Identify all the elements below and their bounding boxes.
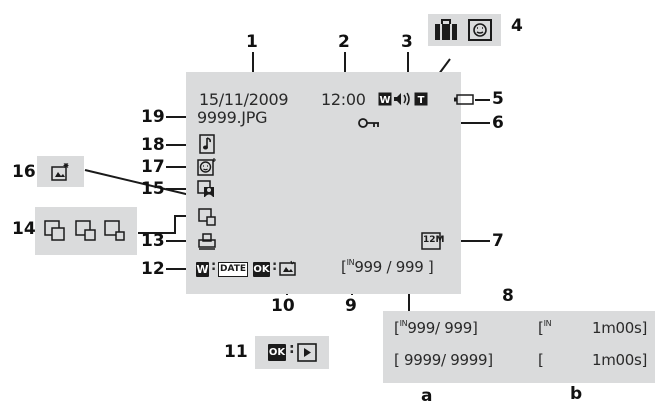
ok-badge-10: OK (253, 262, 270, 277)
callout-8: 8 (502, 286, 514, 306)
callout-3: 3 (401, 32, 413, 52)
panel8-row2-col-a: [ 9999/ 9999] (394, 351, 493, 369)
callout-line-16 (84, 169, 191, 196)
frame-counter-memory: IN (346, 258, 355, 267)
small-picture-icon (198, 208, 216, 226)
colon-11: : (289, 341, 295, 357)
image-size-icon: 12M (421, 232, 445, 250)
callout-10: 10 (271, 296, 295, 316)
skin-softening-icon (197, 157, 217, 177)
quick-retouch-icon (279, 260, 296, 277)
panel8-r1b-value: 1m00s] (592, 319, 648, 337)
callout-11: 11 (224, 342, 248, 362)
panel8-r1a-value: 999/ 999] (407, 319, 478, 337)
svg-text:W: W (379, 95, 390, 106)
panel8-row1-col-b: [IN (538, 319, 552, 337)
callout-9: 9 (345, 296, 357, 316)
colon-12: : (211, 259, 216, 274)
callout-17: 17 (141, 157, 165, 177)
callout-19: 19 (141, 107, 165, 127)
panel8-label-a: a (421, 386, 433, 406)
callout-1: 1 (246, 32, 258, 52)
icon-box-16 (37, 156, 84, 187)
travel-destination-icon (434, 19, 458, 41)
callout-6: 6 (492, 113, 504, 133)
print-order-icon (198, 233, 216, 250)
svg-text:T: T (418, 95, 425, 106)
ok-badge-11: OK (268, 344, 286, 361)
small-picture-medium-icon (75, 220, 97, 242)
callout-16: 16 (12, 162, 36, 182)
frame-counter-value: 999 / 999 ] (354, 258, 434, 276)
callout-15: 15 (141, 179, 165, 199)
frame-counter-bracket: [ (341, 258, 347, 276)
protect-key-icon (358, 117, 380, 129)
callout-13: 13 (141, 231, 165, 251)
panel8-r1b-mem: IN (543, 319, 552, 328)
callout-18: 18 (141, 135, 165, 155)
image-size-label: 12M (423, 235, 445, 245)
panel-8 (383, 311, 655, 383)
panel8-row1-col-a: [IN999/ 999] (394, 319, 478, 337)
panel8-r2b-bracket: [ (538, 351, 544, 369)
voice-memo-icon (198, 134, 216, 154)
panel8-r1a-mem: IN (399, 319, 408, 328)
callout-5: 5 (492, 89, 504, 109)
callout-12: 12 (141, 259, 165, 279)
w-badge: W (196, 262, 209, 277)
home-time-icon (468, 19, 492, 41)
print-date-icon: DATE (218, 262, 248, 277)
panel8-r1b-bracket: [ (538, 319, 544, 337)
callout-4: 4 (511, 16, 523, 36)
panel8-r1a-bracket: [ (394, 319, 400, 337)
lcd-screen (186, 72, 461, 294)
d-lighting-icon (51, 162, 71, 182)
volume-indicator-icon: W T (378, 91, 430, 107)
small-picture-small-icon (104, 220, 126, 242)
frame-counter: [IN999 / 999 ] (341, 258, 434, 276)
time-display: 12:00 (321, 90, 366, 109)
callout-14: 14 (12, 219, 36, 239)
movie-playback-icon (297, 343, 317, 362)
colon-10: : (272, 259, 277, 274)
battery-indicator-icon (454, 94, 474, 105)
callout-7: 7 (492, 231, 504, 251)
panel8-r2b-value: 1m00s] (592, 351, 648, 369)
callout-2: 2 (338, 32, 350, 52)
crop-icon (197, 180, 215, 198)
small-picture-large-icon (44, 220, 66, 242)
file-name: 9999.JPG (197, 108, 268, 127)
date-display: 15/11/2009 (199, 90, 289, 109)
panel8-label-b: b (570, 384, 583, 404)
